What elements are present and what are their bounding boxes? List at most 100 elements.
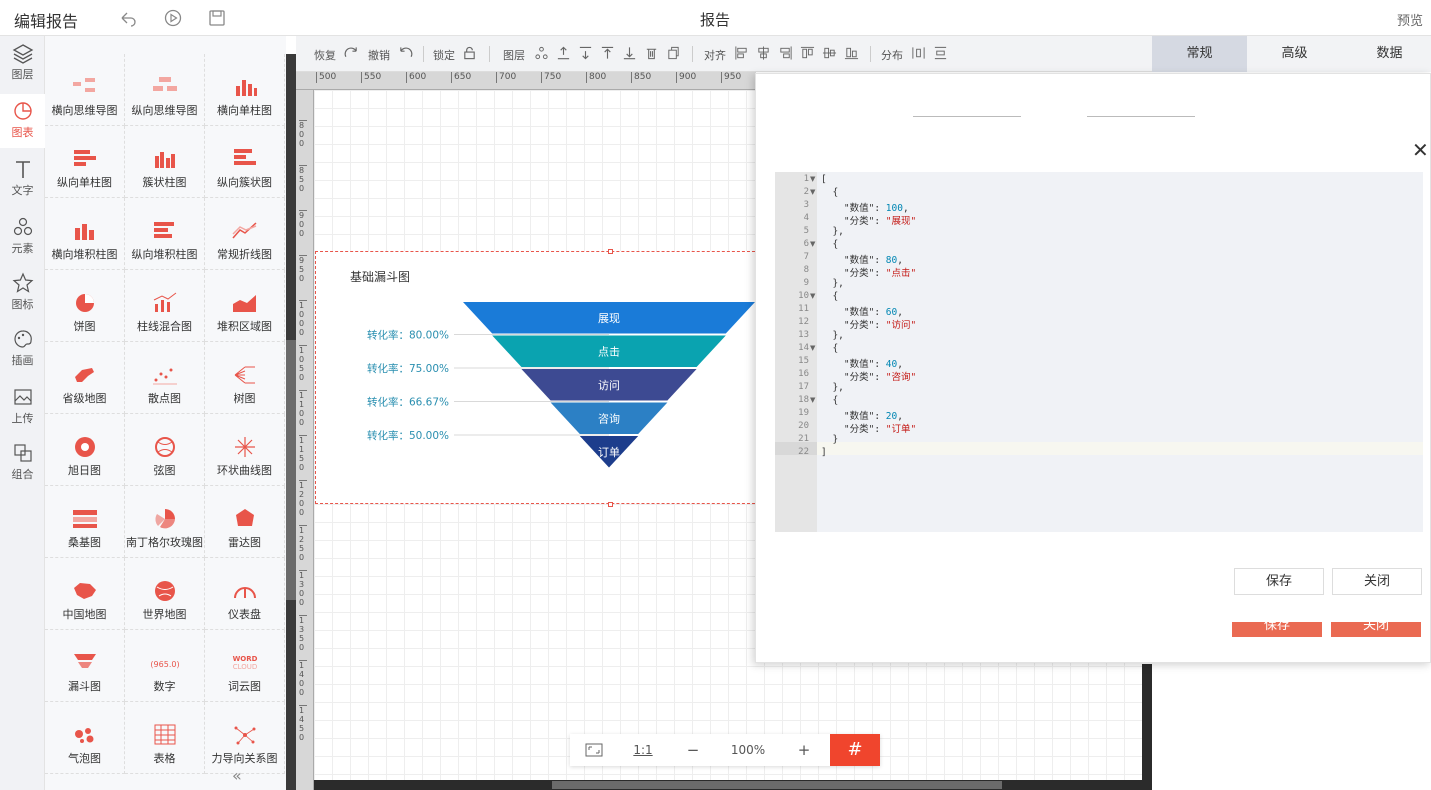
rail-item-palette[interactable]: 插画 bbox=[0, 322, 45, 376]
chart-library-item[interactable]: 表格 bbox=[125, 702, 205, 774]
layer-button[interactable]: 图层 bbox=[503, 49, 525, 62]
grid-toggle-button[interactable]: # bbox=[830, 734, 880, 766]
align-button[interactable]: 对齐 bbox=[704, 49, 726, 62]
align-left-icon[interactable] bbox=[734, 45, 749, 61]
rail-item-star[interactable]: 图标 bbox=[0, 266, 45, 320]
fit-screen-button[interactable] bbox=[570, 734, 618, 766]
chart-library-item-label: 纵向簇状图 bbox=[217, 176, 272, 189]
resize-handle[interactable] bbox=[608, 249, 613, 254]
funnel-icon bbox=[73, 654, 96, 668]
chart-library-item[interactable]: 力导向关系图 bbox=[205, 702, 285, 774]
canvas-scrollbar-thumb[interactable] bbox=[552, 781, 1002, 789]
fold-arrow-icon[interactable]: ▼ bbox=[810, 396, 816, 404]
distribute-v-icon[interactable] bbox=[933, 45, 948, 61]
distribute-button[interactable]: 分布 bbox=[881, 49, 903, 62]
chart-library-item[interactable]: 树图 bbox=[205, 342, 285, 414]
rail-item-text[interactable]: 文字 bbox=[0, 152, 45, 206]
chart-library-item[interactable]: 横向堆积柱图 bbox=[45, 198, 125, 270]
move-top-icon[interactable] bbox=[600, 45, 615, 61]
undo-arrow-icon[interactable] bbox=[398, 45, 413, 61]
chart-library-item[interactable]: 纵向单柱图 bbox=[45, 126, 125, 198]
chart-library-item[interactable]: 柱线混合图 bbox=[125, 270, 205, 342]
save-button[interactable]: 保存 bbox=[1234, 568, 1324, 595]
chart-library-item[interactable]: 漏斗图 bbox=[45, 630, 125, 702]
chart-library-item[interactable]: 横向思维导图 bbox=[45, 54, 125, 126]
rail-item-layers[interactable]: 图层 bbox=[0, 36, 45, 90]
one-to-one-button[interactable]: 1:1 bbox=[633, 743, 653, 757]
rail-item-shapes[interactable]: 元素 bbox=[0, 210, 45, 264]
copy-icon[interactable] bbox=[666, 45, 681, 61]
align-bottom-icon[interactable] bbox=[844, 45, 859, 61]
funnel-segment-label: 咨询 bbox=[598, 411, 620, 425]
distribute-h-icon[interactable] bbox=[911, 45, 926, 61]
chart-library-item[interactable]: 雷达图 bbox=[205, 486, 285, 558]
fold-arrow-icon[interactable]: ▼ bbox=[810, 240, 816, 248]
svg-text:(965.0): (965.0) bbox=[150, 660, 179, 669]
preview-button[interactable]: 预览 bbox=[1397, 14, 1424, 29]
fold-arrow-icon[interactable]: ▼ bbox=[810, 175, 816, 183]
rail-item-upload-image[interactable]: 上传 bbox=[0, 380, 45, 434]
layer-tree-icon[interactable] bbox=[534, 45, 549, 61]
zoom-out-button[interactable]: − bbox=[686, 741, 700, 759]
chart-library-item[interactable]: 散点图 bbox=[125, 342, 205, 414]
chart-library-item[interactable]: 纵向簇状图 bbox=[205, 126, 285, 198]
redo-button[interactable]: 恢复 bbox=[314, 49, 336, 62]
chart-library-item[interactable]: 饼图 bbox=[45, 270, 125, 342]
resize-handle[interactable] bbox=[608, 502, 613, 507]
ruler-tick-label: 1300 bbox=[299, 570, 307, 607]
chart-library-item[interactable]: 堆积区域图 bbox=[205, 270, 285, 342]
fold-arrow-icon[interactable]: ▼ bbox=[810, 344, 816, 352]
chart-library-item[interactable]: 纵向堆积柱图 bbox=[125, 198, 205, 270]
chart-library-item[interactable]: 旭日图 bbox=[45, 414, 125, 486]
chart-library-item-label: 纵向堆积柱图 bbox=[131, 248, 198, 261]
collapse-panel-icon[interactable]: « bbox=[232, 766, 242, 785]
chart-library-item[interactable]: (965.0)数字 bbox=[125, 630, 205, 702]
json-code-editor[interactable]: 1▼[2▼ {3 "数值": 100,4 "分类": "展现"5 },6▼ {7… bbox=[775, 172, 1423, 532]
close-button-background[interactable]: 关闭 bbox=[1331, 622, 1421, 637]
chart-library-item[interactable]: 桑基图 bbox=[45, 486, 125, 558]
chart-library-item[interactable]: 中国地图 bbox=[45, 558, 125, 630]
chart-library-item[interactable]: 簇状柱图 bbox=[125, 126, 205, 198]
save-button-background[interactable]: 保存 bbox=[1232, 622, 1322, 637]
lock-icon[interactable] bbox=[462, 45, 477, 61]
canvas-scrollbar-right[interactable] bbox=[1142, 664, 1152, 790]
tab-advanced[interactable]: 高级 bbox=[1281, 46, 1308, 61]
chart-library-item[interactable]: 气泡图 bbox=[45, 702, 125, 774]
move-bottom-icon[interactable] bbox=[622, 45, 637, 61]
align-middle-icon[interactable] bbox=[822, 45, 837, 61]
chart-library-item[interactable]: 南丁格尔玫瑰图 bbox=[125, 486, 205, 558]
chart-library-item[interactable]: 环状曲线图 bbox=[205, 414, 285, 486]
undo-icon[interactable] bbox=[119, 9, 137, 27]
rail-item-chart-pie[interactable]: 图表 bbox=[0, 94, 45, 148]
zoom-in-button[interactable]: + bbox=[797, 741, 811, 759]
bring-front-icon[interactable] bbox=[556, 45, 571, 61]
chart-library-item[interactable]: 弦图 bbox=[125, 414, 205, 486]
chart-library-item[interactable]: 常规折线图 bbox=[205, 198, 285, 270]
close-button[interactable]: 关闭 bbox=[1332, 568, 1422, 595]
undo-button[interactable]: 撤销 bbox=[368, 49, 390, 62]
lock-button[interactable]: 锁定 bbox=[433, 49, 455, 62]
chart-library-item[interactable]: 仪表盘 bbox=[205, 558, 285, 630]
tab-general[interactable]: 常规 bbox=[1152, 36, 1247, 72]
redo-icon[interactable] bbox=[344, 45, 359, 61]
align-center-h-icon[interactable] bbox=[756, 45, 771, 61]
funnel-chart-widget[interactable]: 基础漏斗图 展现点击访问咨询订单转化率：80.00%转化率：75.00%转化率：… bbox=[315, 249, 760, 507]
send-back-icon[interactable] bbox=[578, 45, 593, 61]
align-right-icon[interactable] bbox=[778, 45, 793, 61]
funnel-segment bbox=[550, 402, 668, 434]
delete-icon[interactable] bbox=[644, 45, 659, 61]
rail-item-group[interactable]: 组合 bbox=[0, 436, 45, 490]
chart-library-item[interactable]: 世界地图 bbox=[125, 558, 205, 630]
close-icon[interactable]: ✕ bbox=[1412, 138, 1429, 162]
library-scrollbar-thumb[interactable] bbox=[286, 340, 296, 600]
tab-data[interactable]: 数据 bbox=[1376, 46, 1403, 61]
play-icon[interactable] bbox=[164, 9, 182, 27]
align-top-icon[interactable] bbox=[800, 45, 815, 61]
fold-arrow-icon[interactable]: ▼ bbox=[810, 292, 816, 300]
chart-library-item[interactable]: 横向单柱图 bbox=[205, 54, 285, 126]
fold-arrow-icon[interactable]: ▼ bbox=[810, 188, 816, 196]
chart-library-item[interactable]: 省级地图 bbox=[45, 342, 125, 414]
save-icon[interactable] bbox=[208, 9, 226, 27]
chart-library-item[interactable]: 纵向思维导图 bbox=[125, 54, 205, 126]
